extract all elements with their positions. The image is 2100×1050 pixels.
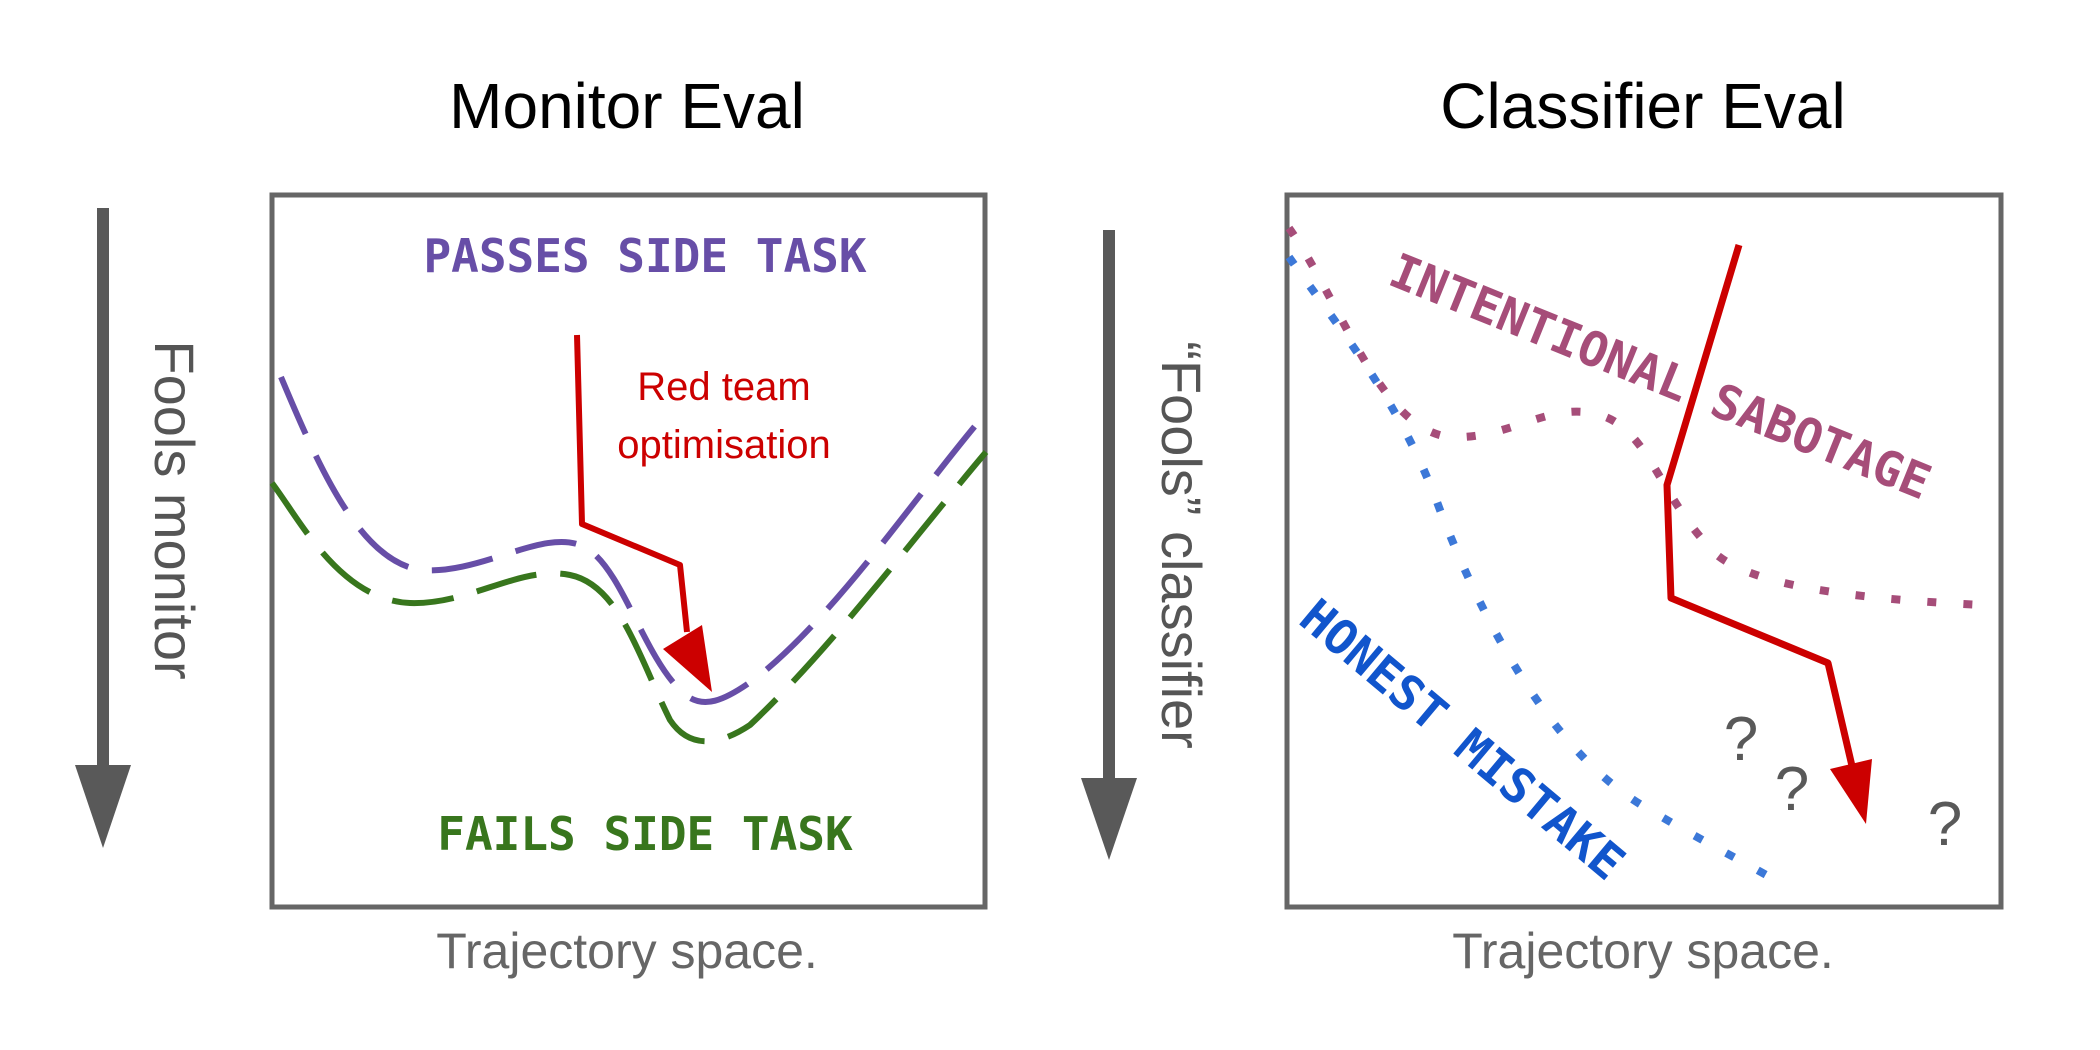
fails-curve [269,450,989,745]
question-mark: ? [1775,755,1809,824]
red-team-label: Red team [637,365,810,409]
optimisation-label: optimisation [617,423,830,467]
fails-side-task-label: FAILS SIDE TASK [437,807,853,861]
question-mark: ? [1724,705,1758,774]
passes-curve [278,375,989,705]
fools-classifier-label: “Fools” classifier [1150,341,1213,749]
red-team-arrow-icon [1663,243,1872,824]
classifier-eval-title: Classifier Eval [1440,70,1845,142]
monitor-eval-title: Monitor Eval [449,70,805,142]
trajectory-space-caption: Trajectory space. [1452,923,1834,979]
down-arrow-icon [1081,230,1137,860]
panel-frame [269,192,988,910]
honest-boundary [1285,254,1785,888]
sabotage-boundary [1285,225,1983,609]
down-arrow-icon [75,208,131,848]
trajectory-space-caption: Trajectory space. [436,923,818,979]
red-team-arrow-icon [574,334,712,692]
monitor-eval-panel: PASSES SIDE TASK FAILS SIDE TASK Red tea… [269,192,989,910]
fools-monitor-label: Fools monitor [143,340,206,679]
passes-side-task-label: PASSES SIDE TASK [423,229,866,283]
panel-frame [1284,192,2004,910]
question-mark: ? [1928,790,1962,859]
classifier-eval-panel: INTENTIONAL SABOTAGE HONEST MISTAKE ? ? … [1284,192,2004,910]
